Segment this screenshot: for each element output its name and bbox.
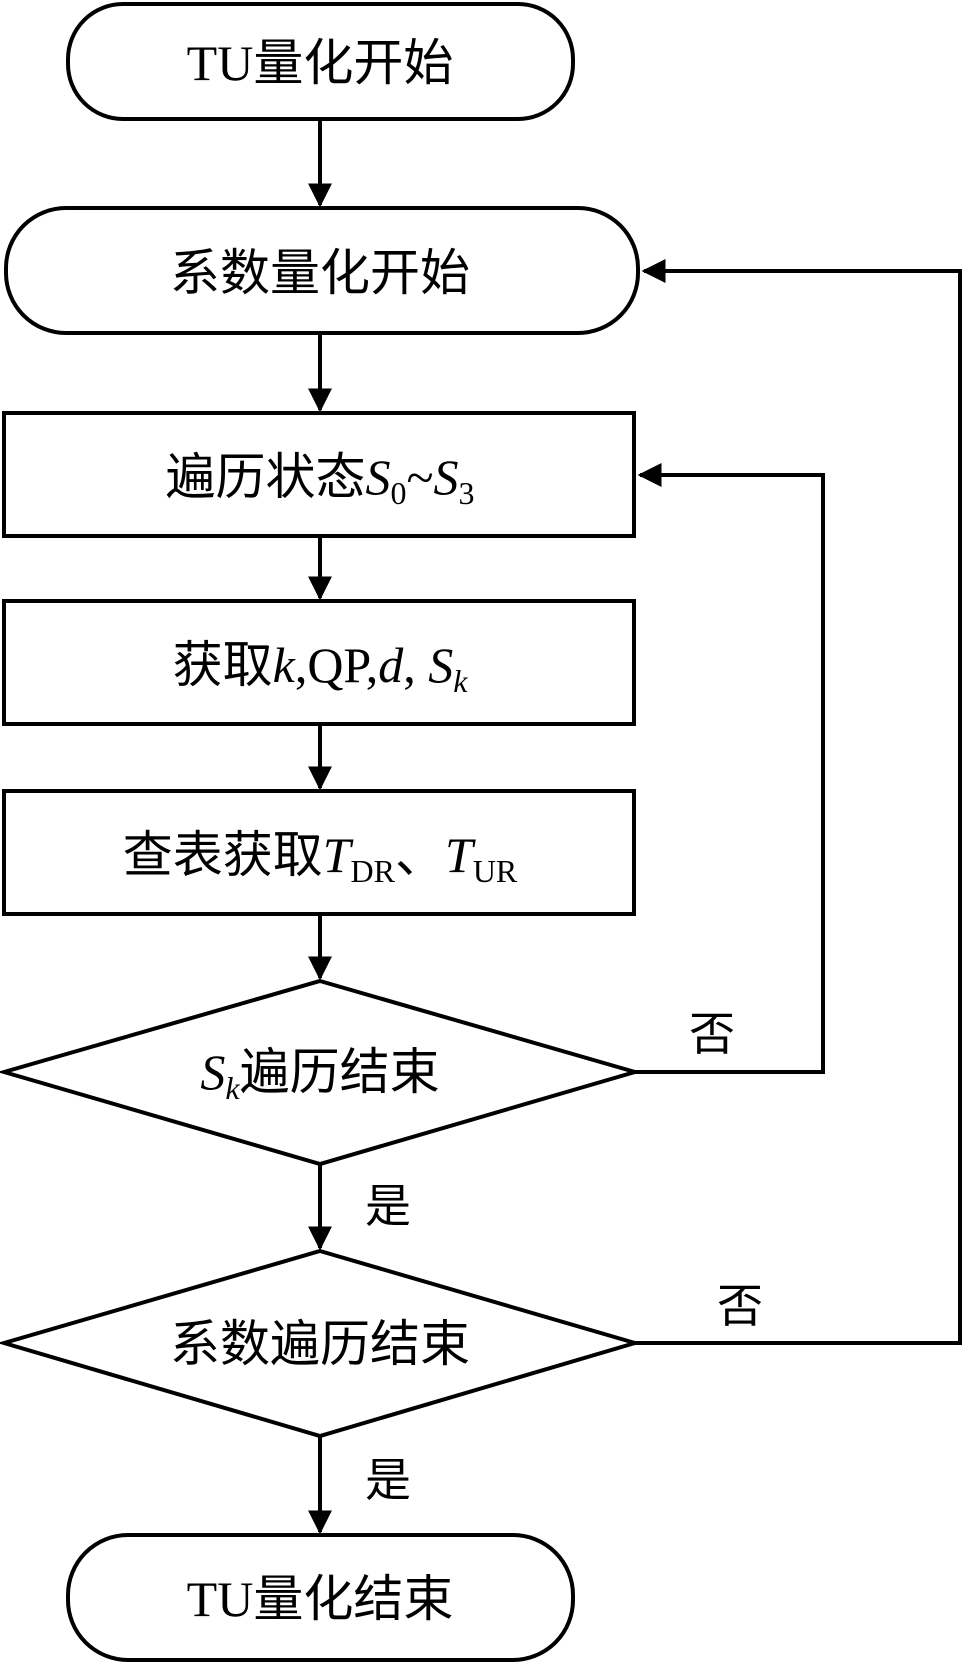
traverse-prefix: 遍历状态 <box>165 448 365 506</box>
svg-text:遍历状态S0~S3: 遍历状态S0~S3 <box>165 448 474 511</box>
coef-start-node: 系数量化开始 <box>4 206 640 335</box>
acquire-d: d <box>378 637 404 693</box>
acquire-s: S <box>428 637 453 693</box>
acquire-prefix: 获取 <box>173 636 273 694</box>
acquire-comma3: , <box>403 637 428 693</box>
skend-s: S <box>200 1044 225 1100</box>
lookup-node: 查表获取TDR、TUR <box>2 789 636 916</box>
lookup-t1: T <box>323 827 354 883</box>
traverse-sub0: 0 <box>390 475 406 511</box>
branch-no-2: 否 <box>717 1279 763 1333</box>
acquire-qp: QP <box>307 637 369 693</box>
svg-text:系数遍历结束: 系数遍历结束 <box>170 1315 470 1373</box>
branch-no-1: 否 <box>689 1007 735 1061</box>
skend-subk: k <box>225 1070 240 1106</box>
traverse-s0: S <box>365 449 390 505</box>
svg-text:TU量化开始: TU量化开始 <box>187 35 454 91</box>
start-label: TU量化开始 <box>187 35 454 91</box>
coef-start-label: 系数量化开始 <box>170 244 470 302</box>
arrow-skend-no-loop <box>635 463 825 1074</box>
arrow-coefend-no-loop <box>635 259 962 1345</box>
lookup-sub1: DR <box>351 853 396 889</box>
lookup-t2: T <box>445 827 476 883</box>
start-node: TU量化开始 <box>66 2 575 121</box>
end-node: TU量化结束 <box>66 1533 575 1662</box>
branch-yes-1: 是 <box>365 1179 411 1233</box>
acquire-node: 获取k,QP,d, Sk <box>2 599 636 726</box>
traverse-s3: S <box>434 449 459 505</box>
traverse-node: 遍历状态S0~S3 <box>2 411 636 538</box>
svg-text:Sk遍历结束: Sk遍历结束 <box>200 1043 439 1106</box>
coef-end-decision: 系数遍历结束 <box>0 1248 643 1439</box>
svg-text:获取k,QP,d, Sk: 获取k,QP,d, Sk <box>173 636 469 699</box>
traverse-tilde: ~ <box>406 449 433 505</box>
acquire-subk: k <box>453 663 468 699</box>
lookup-sep: 、 <box>395 826 445 884</box>
traverse-sub3: 3 <box>459 475 475 511</box>
end-label: TU量化结束 <box>187 1571 454 1627</box>
branch-yes-2: 是 <box>365 1453 411 1507</box>
acquire-comma2: , <box>366 637 379 693</box>
svg-text:系数量化开始: 系数量化开始 <box>170 244 470 302</box>
sk-end-decision: Sk遍历结束 <box>0 978 643 1167</box>
acquire-k: k <box>273 637 296 693</box>
coef-end-label: 系数遍历结束 <box>170 1315 470 1373</box>
acquire-comma1: , <box>295 637 308 693</box>
svg-text:查表获取TDR、TUR: 查表获取TDR、TUR <box>123 826 518 889</box>
skend-suffix: 遍历结束 <box>240 1043 440 1101</box>
lookup-sub2: UR <box>473 853 518 889</box>
svg-text:TU量化结束: TU量化结束 <box>187 1571 454 1627</box>
lookup-prefix: 查表获取 <box>123 826 323 884</box>
